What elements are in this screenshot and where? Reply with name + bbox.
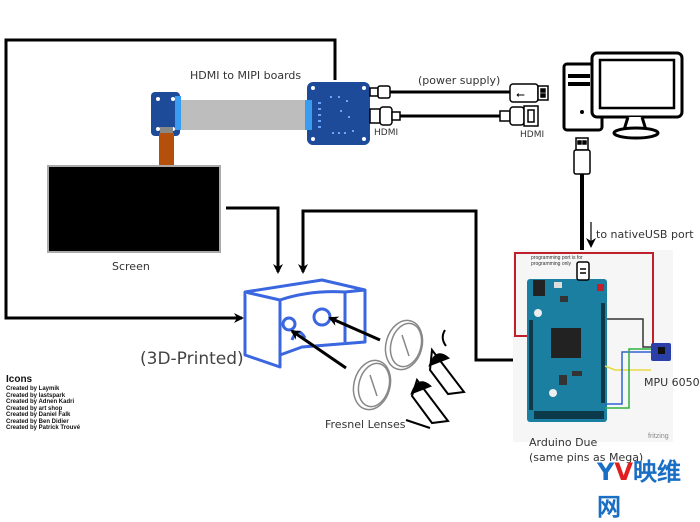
credit-item: Created by Daniel Falk <box>6 412 71 418</box>
hdmi-plug-pc <box>499 105 539 127</box>
usb-plug-computer <box>573 137 591 175</box>
wire-board-to-headset <box>4 38 337 323</box>
vr-headset-icon <box>243 278 367 369</box>
icon-credits: Icons Created by Laymik Created by lasts… <box>6 374 80 432</box>
credit-item: Created by Ben Didier <box>6 418 69 425</box>
arduino-due-board <box>527 279 607 422</box>
flex-cable <box>159 133 174 166</box>
label-fresnel-lenses: Fresnel Lenses <box>325 418 406 431</box>
label-mpu-6050: MPU 6050 <box>644 376 700 389</box>
label-hdmi-to-mipi: HDMI to MIPI boards <box>190 69 302 82</box>
usb-symbol-icon: ⭠ <box>516 88 525 101</box>
label-power-supply: (power supply) <box>418 74 501 87</box>
ribbon-cable <box>181 100 307 130</box>
label-hdmi-board: HDMI <box>374 128 399 138</box>
eyes-icon <box>405 329 466 429</box>
hdmi-mipi-board <box>305 82 370 145</box>
arrow-lens-right <box>328 316 381 342</box>
credit-item: Created by lastspark <box>6 392 66 399</box>
label-native-usb: to nativeUSB port <box>596 228 694 241</box>
label-programming-note: programming port is for programming only <box>531 255 583 267</box>
usb-micro-plug <box>369 85 391 99</box>
wire-yellow <box>604 365 651 371</box>
wire-black <box>607 318 651 348</box>
label-3d-printed: (3D-Printed) <box>140 349 244 369</box>
label-screen: Screen <box>112 260 150 273</box>
watermark-y: Y <box>597 458 615 486</box>
computer-icon <box>562 51 684 140</box>
credits-title: Icons <box>6 374 33 385</box>
credit-item: Created by Laymik <box>6 386 60 392</box>
hdmi-plug-board <box>369 106 401 126</box>
wire-red <box>514 252 654 345</box>
watermark-v: V <box>614 458 633 486</box>
usb-a-plug <box>509 83 549 103</box>
credit-item: Created by Adnen Kadri <box>6 399 75 405</box>
fresnel-lens-right <box>384 319 424 371</box>
label-arduino-pins: (same pins as Mega) <box>529 451 644 464</box>
credit-item: Created by art shop <box>6 405 63 412</box>
mipi-adapter-board <box>151 92 181 136</box>
label-fritzing: fritzing <box>648 433 669 440</box>
screen-display <box>47 165 221 253</box>
credit-item: Created by Patrick Trouvé <box>6 425 81 431</box>
arrow-arduino-to-headset <box>298 209 520 362</box>
arrow-screen-to-headset <box>226 206 283 274</box>
watermark-logo: YV映维网 <box>597 452 700 522</box>
label-hdmi-pc: HDMI <box>520 130 545 140</box>
fresnel-lens-left <box>352 359 392 411</box>
mpu-6050-module <box>651 343 671 361</box>
wiring-diagram: ⭠ <box>4 38 684 429</box>
label-arduino-due: Arduino Due <box>529 436 598 449</box>
wire-green <box>605 348 651 409</box>
usb-plug-native <box>576 261 590 281</box>
arrow-lens-left <box>290 329 347 370</box>
wire-blue <box>605 351 651 405</box>
